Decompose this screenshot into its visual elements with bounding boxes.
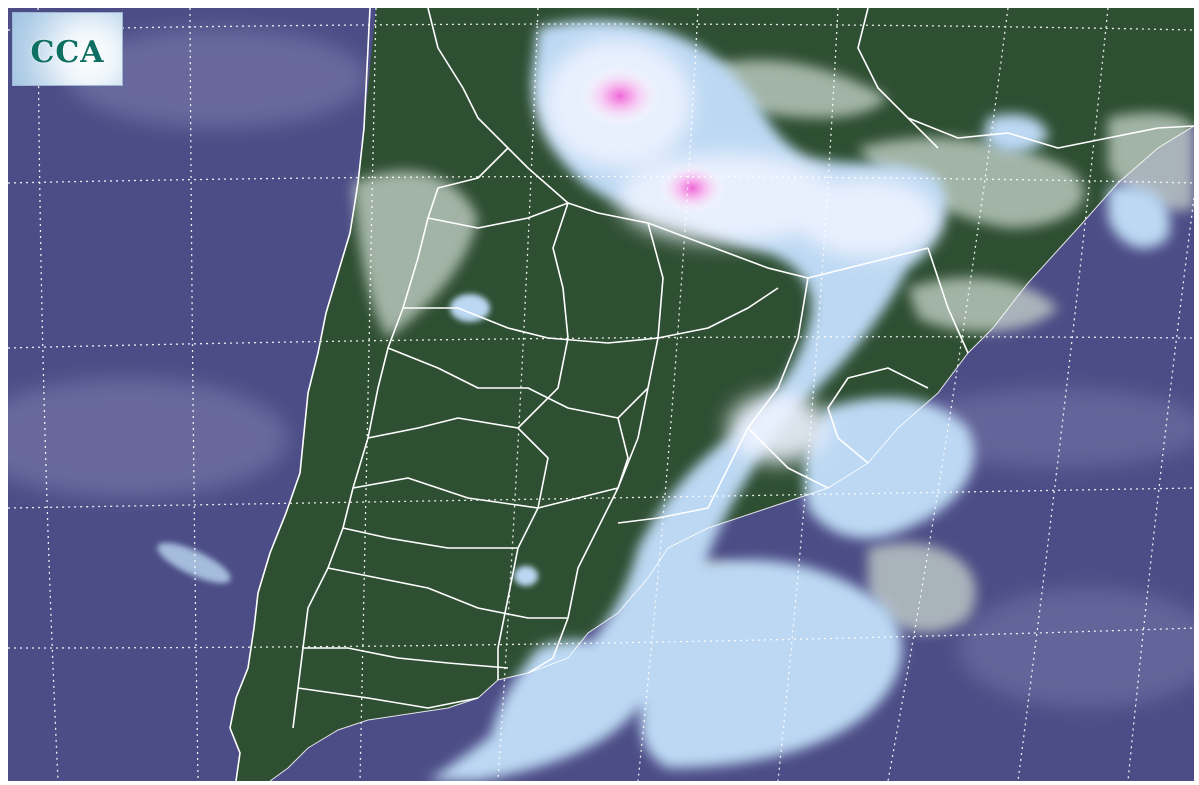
cca-logo: CCA	[12, 12, 123, 86]
graticule	[8, 8, 1194, 781]
satellite-map	[8, 8, 1194, 781]
storm-cores	[580, 66, 726, 214]
country-borders	[229, 8, 1194, 781]
ocean-haze	[8, 28, 1194, 708]
map-svg	[8, 8, 1194, 781]
logo-text: CCA	[30, 35, 105, 70]
storm-core-north	[580, 66, 660, 126]
storm-core-central	[658, 162, 726, 214]
cloud-core	[543, 38, 938, 463]
coastline	[269, 125, 1194, 781]
cloud-patches	[157, 294, 538, 586]
